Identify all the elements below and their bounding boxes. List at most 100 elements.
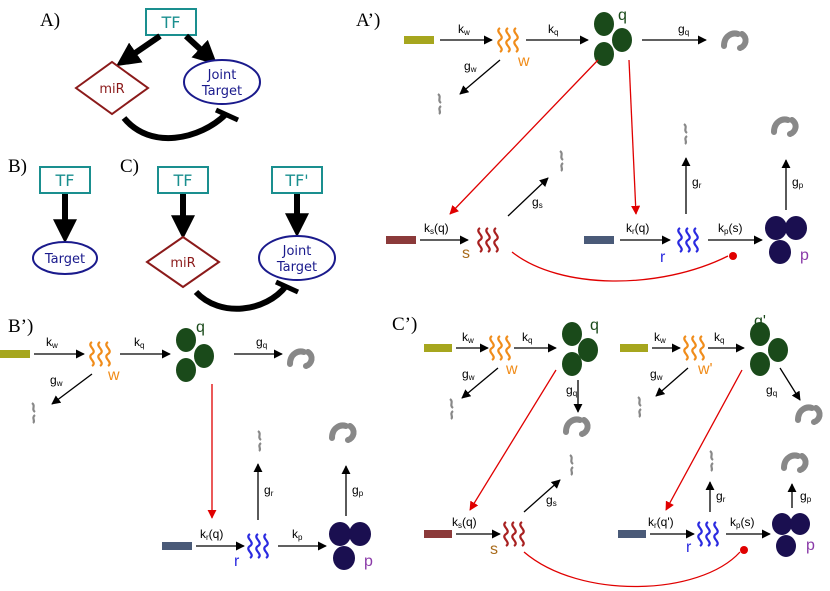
svg-text:r: r	[686, 539, 692, 556]
svg-text:ks(q): ks(q)	[452, 515, 477, 530]
tf-box-c	[157, 166, 209, 194]
svg-text:gw: gw	[464, 59, 477, 74]
q-regulates-r	[628, 59, 641, 215]
tf-label-c: TF	[173, 171, 193, 190]
svg-text:kr(q): kr(q)	[200, 527, 223, 542]
mir-label: miR	[99, 82, 124, 97]
svg-text:kq: kq	[134, 335, 144, 350]
panel-c-prime-label: C’)	[392, 314, 417, 335]
panel-a-label: A)	[40, 10, 60, 31]
degraded-w	[436, 92, 443, 116]
s-represses-r	[511, 251, 729, 282]
svg-text:p: p	[806, 537, 815, 554]
svg-text:gw: gw	[650, 367, 663, 382]
svg-text:gs: gs	[546, 493, 557, 508]
svg-text:ks(q): ks(q)	[424, 221, 449, 236]
tf-label-b: TF	[55, 171, 75, 190]
label-p: p	[800, 247, 809, 264]
svg-text:kw: kw	[458, 22, 470, 37]
mir-diamond	[74, 60, 150, 116]
protein-q-b	[176, 328, 214, 382]
svg-text:gw: gw	[50, 373, 63, 388]
tf-to-target-arrow	[183, 33, 218, 65]
protein-p-b	[329, 522, 371, 570]
panel-b-prime-label: B’)	[8, 316, 33, 337]
svg-text:kw: kw	[654, 330, 666, 345]
svg-text:w': w'	[697, 361, 713, 378]
gene-s	[386, 236, 416, 244]
gene-r	[584, 236, 614, 244]
panel-c: C) TF TF' miR Joint Target	[120, 156, 336, 312]
label-r: r	[660, 249, 666, 266]
tf-prime-label: TF'	[284, 171, 308, 190]
mir-inhibition-c	[193, 284, 289, 312]
tf-box-b	[39, 166, 91, 194]
gene-w	[404, 36, 434, 44]
protein-p	[765, 216, 807, 264]
panel-b-label: B)	[8, 156, 27, 177]
mrna-r-b	[247, 532, 269, 560]
joint-target-ellipse-c	[258, 235, 336, 281]
svg-text:r: r	[234, 553, 240, 570]
svg-text:kw: kw	[462, 330, 474, 345]
svg-text:kq: kq	[522, 330, 532, 345]
label-w: w	[517, 53, 530, 70]
panel-c-label: C)	[120, 156, 139, 177]
svg-text:gp: gp	[352, 483, 364, 498]
svg-text:kr(q'): kr(q')	[648, 515, 674, 530]
svg-text:gp: gp	[792, 175, 804, 190]
svg-text:p: p	[364, 553, 373, 570]
mir-label-c: miR	[170, 256, 195, 271]
svg-text:gr: gr	[692, 175, 702, 190]
svg-text:kp(s): kp(s)	[730, 515, 754, 530]
svg-text:gr: gr	[716, 489, 726, 504]
tf-box	[145, 8, 197, 36]
svg-text:gq: gq	[566, 383, 577, 398]
svg-text:q: q	[590, 317, 599, 334]
degraded-p	[774, 120, 796, 135]
gene-w-b	[0, 350, 30, 358]
panel-c-prime: C’) kw w kq q gw gq kw w' kq	[392, 313, 820, 588]
panel-b-prime: B’) kw w kq q gq gw kr(q) r gr kp	[0, 316, 373, 570]
svg-text:gr: gr	[264, 483, 274, 498]
tf-to-mir-arrow	[116, 33, 162, 67]
tf-prime-box	[271, 166, 323, 194]
q-regulates-s	[449, 59, 599, 215]
panel-b: B) TF Target	[8, 156, 98, 275]
panel-a-prime: A’) kw w kq q gq gw ks(q) s gs	[356, 7, 809, 282]
svg-text:q: q	[196, 319, 205, 336]
mrna-r	[677, 226, 699, 254]
svg-text:gq: gq	[766, 383, 777, 398]
panel-a-prime-label: A’)	[356, 10, 380, 31]
label-q: q	[618, 7, 627, 24]
mir-inhibition	[121, 111, 229, 142]
svg-text:q': q'	[754, 313, 766, 330]
svg-text:gs: gs	[532, 195, 543, 210]
svg-text:kr(q): kr(q)	[626, 221, 649, 236]
svg-text:w: w	[505, 361, 518, 378]
label-s: s	[462, 245, 470, 262]
svg-text:Target: Target	[276, 260, 317, 275]
svg-text:gq: gq	[256, 335, 267, 350]
svg-text:s: s	[490, 541, 498, 558]
svg-text:gp: gp	[800, 489, 812, 504]
svg-text:gq: gq	[678, 22, 689, 37]
degraded-r	[682, 122, 689, 146]
mrna-s	[477, 226, 499, 254]
mrna-w-b	[89, 340, 111, 368]
panel-a: A) TF miR Joint Target	[40, 8, 261, 142]
target-ellipse	[32, 241, 98, 275]
mir-diamond-c	[145, 235, 221, 289]
svg-text:w: w	[107, 367, 120, 384]
svg-text:gw: gw	[462, 367, 475, 382]
mrna-w	[497, 26, 519, 54]
target-label: Target	[44, 252, 85, 267]
svg-text:kp(s): kp(s)	[718, 221, 742, 236]
svg-text:kw: kw	[46, 335, 58, 350]
joint-target-ellipse	[183, 59, 261, 105]
svg-text:kq: kq	[548, 22, 558, 37]
tf-label: TF	[161, 13, 181, 32]
protein-q	[594, 12, 632, 66]
gene-r-b	[162, 542, 192, 550]
